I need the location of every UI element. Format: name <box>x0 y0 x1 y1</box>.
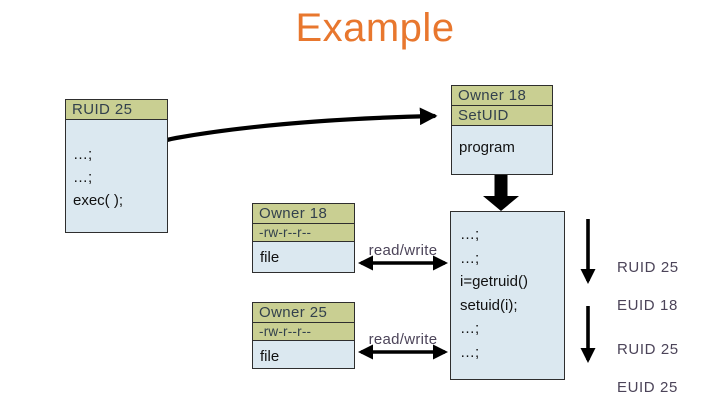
code-line: …; <box>460 226 480 243</box>
process-box: RUID 25 …; …; exec( ); <box>65 99 168 233</box>
running-process-code-box: …; …; i=getruid() setuid(i); …; …; <box>450 211 565 380</box>
uid-state-label-1: RUID 25 EUID 18 <box>617 239 679 334</box>
process-code: …; …; i=getruid() setuid(i); …; …; <box>451 212 564 365</box>
program-to-code-arrow <box>483 174 519 211</box>
file-1-owner-header: Owner 18 <box>253 204 354 224</box>
code-line: …; <box>73 169 93 186</box>
file-2-permissions: -rw-r--r-- <box>253 323 354 341</box>
code-line: …; <box>460 320 480 338</box>
process-box-code: …; …; exec( ); <box>66 120 167 212</box>
euid-value: EUID 18 <box>617 297 678 314</box>
ruid-value: RUID 25 <box>617 341 679 358</box>
program-owner-header: Owner 18 <box>452 86 552 106</box>
code-line: …; <box>460 249 480 267</box>
read-write-label-2: read/write <box>368 331 438 348</box>
slide-title: Example <box>295 6 455 50</box>
code-line: i=getruid() <box>460 273 528 291</box>
file-2-label: file <box>260 348 280 365</box>
code-line: exec( ); <box>73 192 124 209</box>
file-box-2: Owner 25 -rw-r--r-- file <box>252 302 355 369</box>
process-box-header: RUID 25 <box>66 100 167 120</box>
read-write-label-1: read/write <box>368 242 438 259</box>
file-1-label: file <box>260 249 280 266</box>
uid-state-label-2: RUID 25 EUID 25 <box>617 321 679 405</box>
program-setuid-header: SetUID <box>452 106 552 126</box>
code-line: setuid(i); <box>460 296 518 314</box>
file-2-owner-header: Owner 25 <box>253 303 354 323</box>
file-box-1: Owner 18 -rw-r--r-- file <box>252 203 355 273</box>
ruid-value: RUID 25 <box>617 259 679 276</box>
euid-value: EUID 25 <box>617 379 678 396</box>
file-1-permissions: -rw-r--r-- <box>253 224 354 242</box>
code-line: …; <box>460 343 480 361</box>
program-box-label: program <box>459 139 515 156</box>
code-line: …; <box>73 146 93 163</box>
setuid-program-box: Owner 18 SetUID program <box>451 85 553 175</box>
